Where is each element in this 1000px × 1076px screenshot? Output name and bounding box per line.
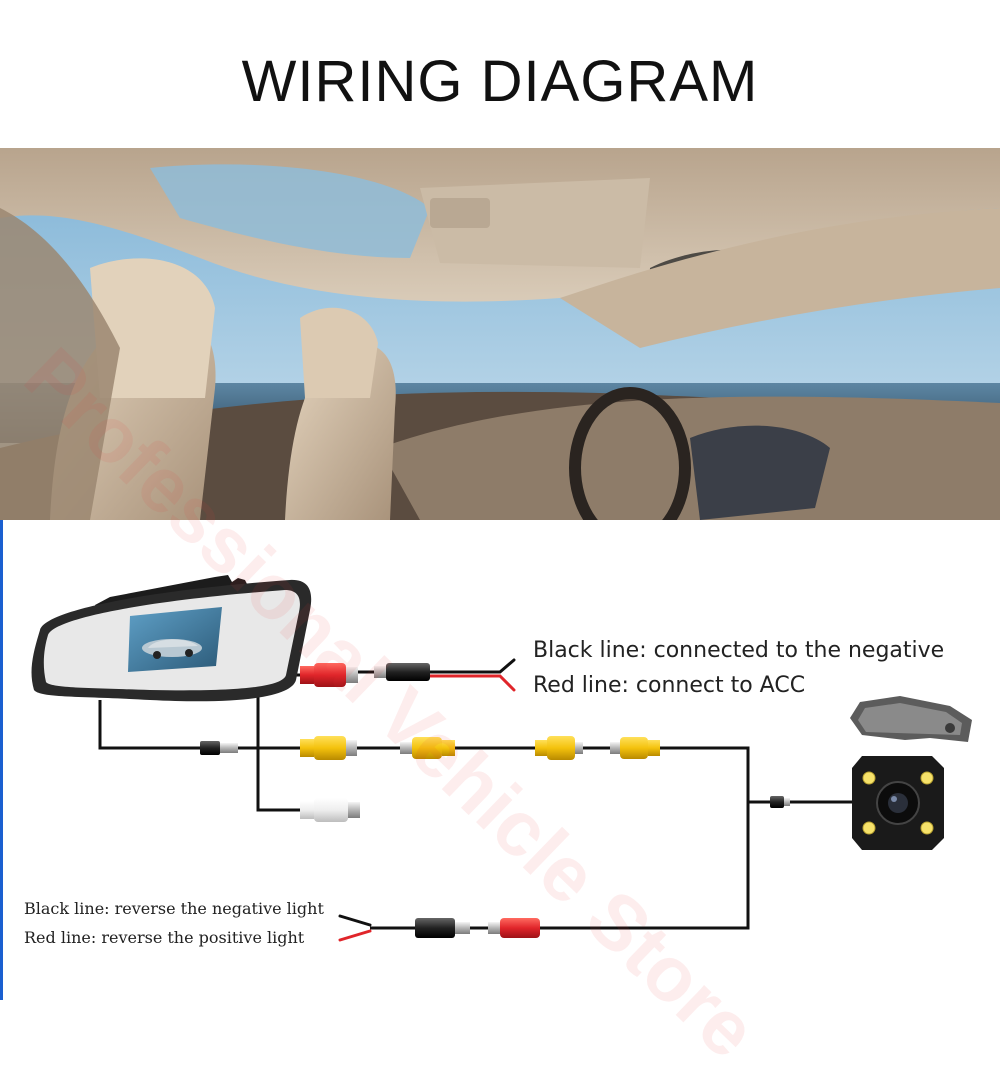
rca-connector-icon [300,798,360,822]
rca-connector-icon [488,918,540,938]
note-red-line-reverse: Red line: reverse the positive light [24,928,305,947]
rca-connector-icon [535,736,583,760]
note-red-line-acc: Red line: connect to ACC [533,673,806,698]
rca-connector-icon [400,737,455,759]
backup-camera-icon [850,696,972,850]
rca-connector-icon [300,663,358,687]
rearview-mirror-monitor-icon [31,575,312,702]
rca-connector-icon [610,737,660,759]
note-black-line-acc: Black line: connected to the negative [533,638,945,663]
rca-connector-icon [300,736,357,760]
note-black-line-reverse: Black line: reverse the negative light [24,899,324,918]
page-title: WIRING DIAGRAM [241,49,759,114]
car-interior-photo [0,148,1000,520]
dc-plug-icon [415,918,470,938]
wiring-diagram [0,520,972,1000]
dc-plug-icon [200,741,238,755]
dc-plug-icon [770,796,790,808]
dc-plug-icon [374,663,430,681]
